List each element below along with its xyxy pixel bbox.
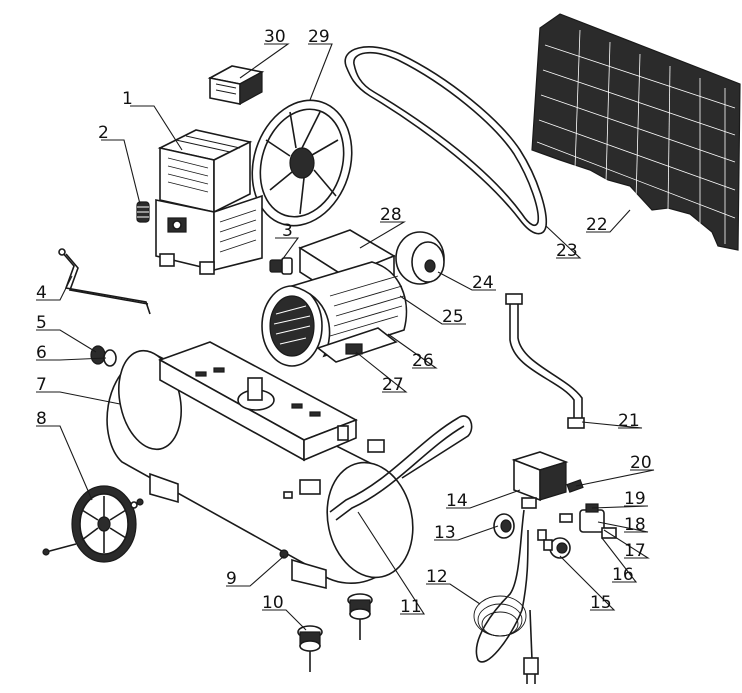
part-air-pipe: [505, 293, 585, 429]
callout-25: 25: [442, 307, 464, 327]
part-9-nut: [279, 549, 289, 559]
callout-5: 5: [36, 313, 47, 333]
callout-20: 20: [630, 453, 652, 473]
part-4-rod: [58, 248, 151, 315]
callout-21: 21: [618, 411, 640, 431]
part-power-cord: [473, 509, 539, 684]
part-2-spring: [136, 201, 150, 223]
callout-28: 28: [380, 205, 402, 225]
part-electric-motor: [261, 261, 408, 367]
part-pressure-switch: [511, 451, 569, 509]
part-air-filter: [207, 65, 265, 106]
callout-9: 9: [226, 569, 237, 589]
callout-17: 17: [624, 541, 646, 561]
callout-labels: 1 2 3 4 5 6 7 8 9 10 11 12 13 14 15 16 1…: [36, 27, 652, 617]
callout-23: 23: [556, 241, 578, 261]
leader-lines: [36, 43, 655, 631]
part-3-fitting: [269, 257, 293, 275]
part-rubber-feet: [297, 593, 373, 672]
callout-8: 8: [36, 409, 47, 429]
part-13-gland: [493, 513, 515, 539]
callout-12: 12: [426, 567, 448, 587]
part-air-tank: [106, 341, 473, 590]
callout-1: 1: [122, 89, 133, 109]
callout-30: 30: [264, 27, 286, 47]
callout-18: 18: [624, 515, 646, 535]
part-compressor-pump: [155, 129, 263, 275]
callout-11: 11: [400, 597, 422, 617]
callout-10: 10: [262, 593, 284, 613]
callout-15: 15: [590, 593, 612, 613]
callout-6: 6: [36, 343, 47, 363]
callout-7: 7: [36, 375, 47, 395]
callout-13: 13: [434, 523, 456, 543]
part-5-6-plugs: [90, 345, 117, 367]
callout-19: 19: [624, 489, 646, 509]
part-wheel: [42, 485, 144, 563]
callout-2: 2: [98, 123, 109, 143]
callout-3: 3: [282, 221, 293, 241]
callout-4: 4: [36, 283, 47, 303]
callout-29: 29: [308, 27, 330, 47]
part-v-belt: [344, 46, 548, 235]
part-flywheel: [251, 99, 353, 227]
callout-24: 24: [472, 273, 494, 293]
part-belt-guard: [531, 13, 741, 251]
part-motor-pulley: [395, 231, 445, 285]
callout-26: 26: [412, 351, 434, 371]
callout-27: 27: [382, 375, 404, 395]
callout-16: 16: [612, 565, 634, 585]
callout-14: 14: [446, 491, 468, 511]
callout-22: 22: [586, 215, 608, 235]
